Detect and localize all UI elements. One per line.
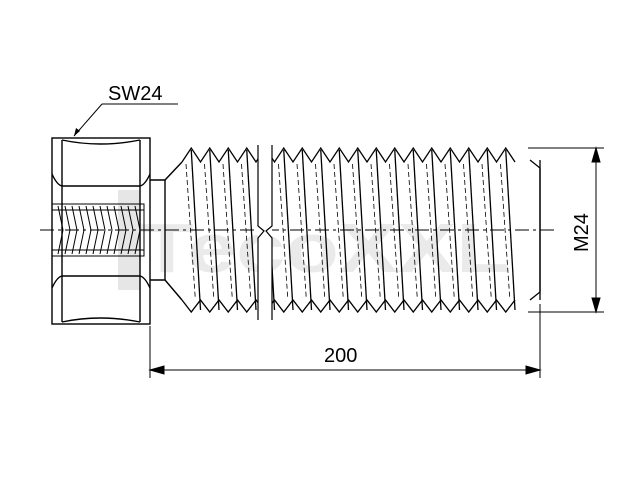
threaded-bore xyxy=(51,203,145,257)
neck xyxy=(150,161,183,301)
wrench-size-label: SW24 xyxy=(108,83,162,105)
bore-thread-mark xyxy=(92,205,99,255)
thread-root-line xyxy=(481,163,492,299)
thread-root-line xyxy=(407,163,418,299)
thread-root-line xyxy=(500,163,511,299)
bore-thread-mark xyxy=(99,205,106,255)
bore-thread-mark xyxy=(85,205,92,255)
thread-crest-line xyxy=(505,149,516,311)
thread-root-line xyxy=(241,163,252,299)
thread-root-line xyxy=(463,163,474,299)
bore-thread-mark xyxy=(64,205,71,255)
bore-thread-mark xyxy=(71,205,78,255)
bore-thread-mark xyxy=(127,205,134,255)
thread-crest-line xyxy=(394,149,405,311)
thread-root-line xyxy=(296,163,307,299)
thread-crest-line xyxy=(190,149,202,311)
thread-crest-line xyxy=(246,149,257,311)
thread-root-line xyxy=(204,163,215,299)
thread-root-line xyxy=(389,163,400,299)
thread-root-line xyxy=(370,163,381,299)
bore-thread-mark xyxy=(113,205,120,255)
length-dimension: 200 xyxy=(148,304,542,378)
thread-crest-line xyxy=(468,149,479,311)
thread-crest-line xyxy=(320,149,331,311)
break-line xyxy=(257,145,273,320)
thread-root-line xyxy=(352,163,363,299)
thread-dimension-label: M24 xyxy=(571,213,593,252)
thread-crest-line xyxy=(375,149,387,311)
bore-thread-mark xyxy=(120,205,127,255)
thread-crest-line xyxy=(431,149,442,311)
length-dimension-label: 200 xyxy=(324,345,357,367)
thread-root-line xyxy=(426,163,437,299)
thread-crest-line xyxy=(301,149,313,311)
thread-crest-line xyxy=(449,149,461,311)
thread-crest-line xyxy=(412,149,424,311)
thread-crest-line xyxy=(209,149,220,311)
thread-root-line xyxy=(315,163,326,299)
bore-thread-mark xyxy=(57,205,64,255)
thread-crest-line xyxy=(338,149,350,311)
thread-crest-line xyxy=(227,149,239,311)
thread-root-line xyxy=(278,163,289,299)
thread-crest-line xyxy=(486,149,498,311)
thread-root-line xyxy=(222,163,233,299)
bore-thread-mark xyxy=(134,205,141,255)
threaded-shank xyxy=(181,146,541,314)
bore-thread-mark xyxy=(78,205,85,255)
thread-root-line xyxy=(444,163,455,299)
bore-thread-mark xyxy=(106,205,113,255)
thread-root-line xyxy=(333,163,344,299)
thread-dimension: M24 xyxy=(528,146,604,314)
watermark: TecoXXL xyxy=(118,190,510,290)
thread-root-line xyxy=(185,163,196,299)
thread-crest-line xyxy=(357,149,368,311)
thread-crest-line xyxy=(283,149,294,311)
wrench-size-callout: SW24 xyxy=(73,83,178,137)
